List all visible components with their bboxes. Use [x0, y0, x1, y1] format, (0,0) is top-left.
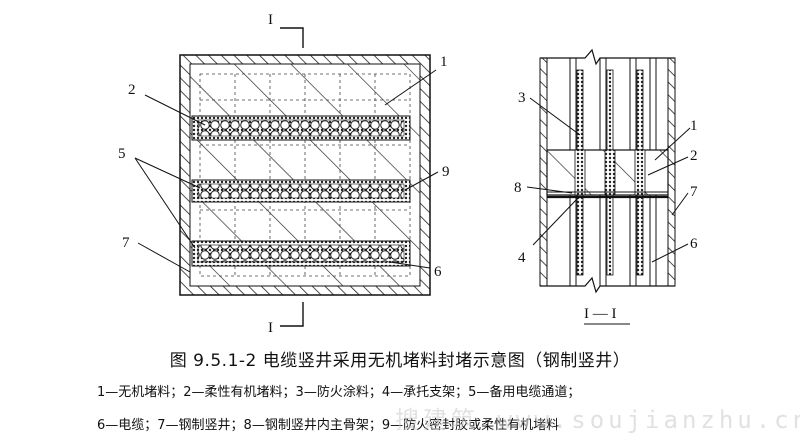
- legend-line-1: 1—无机堵料；2—柔性有机堵料；3—防火涂料；4—承托支架；5—备用电缆通道；: [97, 385, 581, 400]
- section-callout-2: 2: [690, 148, 698, 164]
- watermark: 搜建筑 www.soujianzhu.cn: [395, 406, 800, 434]
- section-cut-mark-top: [280, 27, 304, 48]
- section-title: I — I: [584, 306, 617, 322]
- section-callout-8: 8: [514, 180, 522, 196]
- section-callout-7: 7: [690, 184, 698, 200]
- section-cut-mark-bottom: [280, 302, 304, 327]
- legend-line-2: 6—电缆；7—钢制竖井；8—钢制竖井内主骨架；9—防火密封胶或柔性有机堵料: [97, 418, 560, 433]
- cable-tray-middle: [191, 179, 411, 203]
- section-callout-1: 1: [690, 118, 698, 134]
- section-mark-bottom-label: I: [268, 320, 273, 336]
- plan-callout-1: 1: [440, 54, 448, 70]
- plan-callout-5: 5: [118, 146, 126, 162]
- plan-callout-2: 2: [128, 82, 136, 98]
- section-callout-4: 4: [518, 250, 526, 266]
- section-callout-6: 6: [690, 236, 698, 252]
- section-callout-3: 3: [518, 90, 526, 106]
- cable-tray-top: [191, 115, 411, 141]
- plan-callout-9: 9: [442, 164, 450, 180]
- break-line-bottom: [540, 276, 675, 294]
- section-mark-top-label: I: [268, 12, 273, 28]
- plan-callout-7: 7: [122, 235, 130, 251]
- break-line-top: [540, 48, 675, 66]
- section-left-wall: [539, 57, 548, 287]
- cable-tray-bottom: [191, 240, 411, 267]
- plan-view: I I 1 2 5 7 9 6: [118, 12, 450, 336]
- shaft-sealing-diagram: I I 1 2 5 7 9 6: [118, 12, 698, 336]
- section-view: 3 1 2 8 7 4 6 I — I: [514, 48, 698, 325]
- plan-callout-6: 6: [434, 264, 442, 280]
- figure-caption: 图 9.5.1-2 电缆竖井采用无机堵料封堵示意图（钢制竖井）: [169, 351, 631, 371]
